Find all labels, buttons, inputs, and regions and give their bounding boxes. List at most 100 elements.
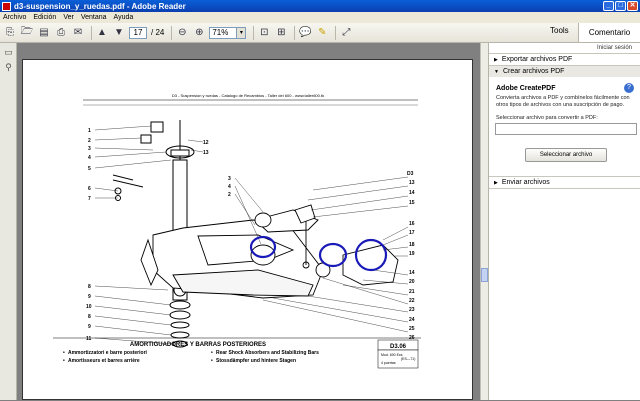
createpdf-description: Convierta archivos a PDF y combínelos fá… xyxy=(496,95,630,108)
email-icon[interactable]: ✉ xyxy=(73,27,83,38)
zoom-input[interactable]: 71% xyxy=(209,26,238,39)
print-icon[interactable]: ⎙ xyxy=(57,27,65,38)
svg-text:•: • xyxy=(211,350,213,356)
menu-ver[interactable]: Ver xyxy=(63,14,74,21)
send-files-section[interactable]: ▶ Enviar archivos xyxy=(489,176,640,188)
help-icon[interactable]: ? xyxy=(624,83,634,93)
svg-text:23: 23 xyxy=(409,307,415,313)
svg-text:Rear Shock Absorbers and Stabi: Rear Shock Absorbers and Stabilizing Bar… xyxy=(216,350,319,356)
adobe-reader-icon xyxy=(2,1,11,11)
svg-text:21: 21 xyxy=(409,289,415,295)
menu-archivo[interactable]: Archivo xyxy=(3,14,27,21)
window-titlebar: d3-suspension_y_ruedas.pdf - Adobe Reade… xyxy=(0,0,640,12)
svg-text:16: 16 xyxy=(409,221,415,227)
svg-text:14: 14 xyxy=(409,190,415,196)
fit-width-icon[interactable]: ⊞ xyxy=(277,27,286,38)
svg-text:(ES—71): (ES—71) xyxy=(401,357,415,361)
select-file-label: Seleccionar archivo para convertir a PDF… xyxy=(496,115,598,121)
export-pdf-section[interactable]: ▶ Exportar archivos PDF xyxy=(489,53,640,65)
svg-text:14: 14 xyxy=(409,270,415,276)
svg-text:8: 8 xyxy=(88,284,91,290)
close-button[interactable]: ✕ xyxy=(627,1,638,11)
doc-header: D3 - Suspension y ruedas - Catalogo de R… xyxy=(172,93,324,98)
maximize-button[interactable]: □ xyxy=(615,1,626,11)
svg-text:5: 5 xyxy=(88,166,91,172)
svg-text:Amortisseurs et barres arrière: Amortisseurs et barres arrière xyxy=(68,358,140,364)
open-folder-icon[interactable]: 🗁 xyxy=(20,26,34,37)
svg-text:20: 20 xyxy=(409,279,415,285)
window-title: d3-suspension_y_ruedas.pdf - Adobe Reade… xyxy=(14,1,186,11)
svg-text:4: 4 xyxy=(88,155,91,161)
signin-link[interactable]: Iniciar sesión xyxy=(596,45,632,51)
svg-text:9: 9 xyxy=(88,324,91,330)
document-area: D3 - Suspension y ruedas - Catalogo de R… xyxy=(17,43,480,400)
svg-text:25: 25 xyxy=(409,326,415,332)
tab-comentario[interactable]: Comentario xyxy=(578,23,640,42)
svg-text:•: • xyxy=(211,358,213,364)
svg-text:12: 12 xyxy=(203,140,209,146)
page-number-input[interactable]: 17 xyxy=(129,26,147,39)
createpdf-title: Adobe CreatePDF xyxy=(496,85,556,92)
highlight-icon[interactable]: ✎ xyxy=(318,27,327,38)
svg-text:•: • xyxy=(63,350,65,356)
menu-ventana[interactable]: Ventana xyxy=(80,14,107,21)
page-total: / 24 xyxy=(151,28,165,37)
expand-arrow-icon: ▶ xyxy=(494,179,498,186)
svg-text:7: 7 xyxy=(88,196,91,202)
svg-text:18: 18 xyxy=(409,242,415,248)
fit-page-icon[interactable]: ⊡ xyxy=(260,27,269,38)
svg-text:10: 10 xyxy=(86,304,92,310)
svg-text:13: 13 xyxy=(409,180,415,186)
tasks-panel: Iniciar sesión ▶ Exportar archivos PDF ▼… xyxy=(488,43,640,400)
svg-text:15: 15 xyxy=(409,200,415,206)
svg-text:2: 2 xyxy=(228,192,231,198)
menu-ayuda[interactable]: Ayuda xyxy=(113,14,134,21)
svg-text:13: 13 xyxy=(203,150,209,156)
comment-icon[interactable]: 💬 xyxy=(299,27,312,38)
toolbar: ⎘ 🗁 ▤ ⎙ ✉ ▲ ▼ 17 / 24 ⊖ ⊕ 71% ▾ ⊡ ⊞ 💬 ✎ … xyxy=(0,23,640,43)
create-icon[interactable]: ⎘ xyxy=(6,27,14,38)
minimize-button[interactable]: _ xyxy=(603,1,614,11)
svg-text:22: 22 xyxy=(409,298,415,304)
svg-text:3: 3 xyxy=(228,176,231,182)
pages-icon[interactable]: ▭ xyxy=(4,47,13,57)
navigation-panel: ▭ ⚲ xyxy=(0,43,17,400)
expand-icon[interactable]: ⤢ xyxy=(342,27,351,38)
svg-text:17: 17 xyxy=(409,230,415,236)
svg-text:1: 1 xyxy=(88,128,91,134)
next-page-icon[interactable]: ▼ xyxy=(114,27,124,38)
svg-text:•: • xyxy=(63,358,65,364)
svg-text:D3: D3 xyxy=(407,171,414,177)
doc-code: D3.06 xyxy=(390,344,407,350)
tab-tools[interactable]: Tools xyxy=(550,26,569,35)
suspension-diagram: D3 - Suspension y ruedas - Catalogo de R… xyxy=(53,93,421,369)
svg-text:8: 8 xyxy=(88,314,91,320)
expand-arrow-icon: ▶ xyxy=(494,56,498,63)
attachments-icon[interactable]: ⚲ xyxy=(5,62,12,72)
collapse-arrow-icon: ▼ xyxy=(494,68,499,75)
scroll-thumb[interactable] xyxy=(481,268,488,282)
svg-text:11: 11 xyxy=(86,336,92,342)
save-icon[interactable]: ▤ xyxy=(39,27,49,38)
zoom-dropdown-icon[interactable]: ▾ xyxy=(237,26,247,39)
svg-text:2: 2 xyxy=(88,138,91,144)
svg-text:19: 19 xyxy=(409,251,415,257)
svg-text:4 puertas: 4 puertas xyxy=(381,361,396,365)
svg-text:3: 3 xyxy=(88,146,91,152)
svg-text:4: 4 xyxy=(228,184,231,190)
section-title: AMORTIGUADORES Y BARRAS POSTERIORES xyxy=(130,342,266,348)
menu-bar: Archivo Edición Ver Ventana Ayuda xyxy=(0,12,640,23)
prev-page-icon[interactable]: ▲ xyxy=(97,27,107,38)
svg-text:Mod. 600 Ecs.: Mod. 600 Ecs. xyxy=(381,353,403,357)
svg-text:24: 24 xyxy=(409,317,415,323)
zoom-in-icon[interactable]: ⊕ xyxy=(195,27,204,38)
vertical-scrollbar[interactable] xyxy=(480,43,488,400)
menu-edicion[interactable]: Edición xyxy=(33,14,57,21)
zoom-out-icon[interactable]: ⊖ xyxy=(178,27,187,38)
svg-text:Stossdämpfer und hintere Stage: Stossdämpfer und hintere Stagen xyxy=(216,358,296,364)
pdf-page: D3 - Suspension y ruedas - Catalogo de R… xyxy=(22,59,473,400)
create-pdf-section[interactable]: ▼ Crear archivos PDF xyxy=(489,65,640,77)
svg-text:6: 6 xyxy=(88,186,91,192)
select-file-button[interactable]: Seleccionar archivo xyxy=(525,148,607,162)
file-path-input[interactable] xyxy=(495,123,637,135)
